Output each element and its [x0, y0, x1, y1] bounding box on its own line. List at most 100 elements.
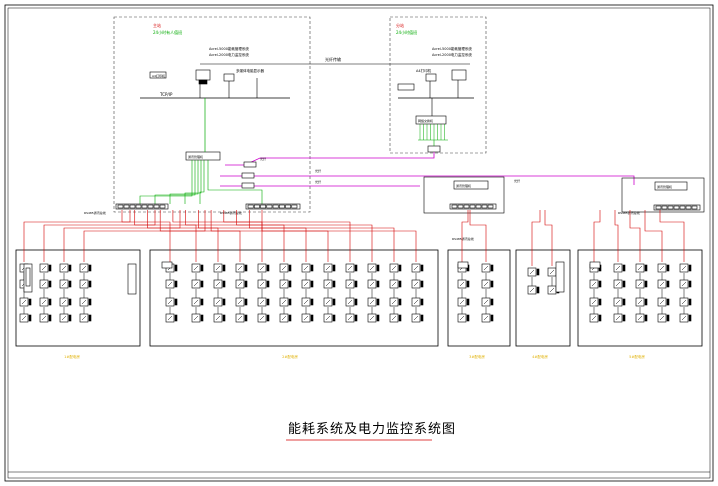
meter-mark — [303, 265, 309, 271]
meter-terminal — [266, 264, 270, 272]
meter-mark — [41, 299, 47, 305]
meter-terminal — [598, 314, 602, 322]
site2-converter — [161, 261, 173, 269]
group-label-1: 1#配电房 — [64, 354, 80, 359]
remote-print-box — [397, 83, 415, 91]
main-room-label: 主站 — [153, 22, 161, 28]
inter-site-link-label: 光纤传输 — [325, 56, 341, 62]
rs485-feed — [461, 210, 469, 262]
site5-gateway-label: 通讯管理机 — [657, 184, 672, 189]
meter-terminal — [376, 280, 380, 288]
meter-terminal — [310, 264, 314, 272]
rs485-feed — [172, 210, 263, 262]
main-computer-screen — [195, 69, 211, 81]
bus5-terminal — [667, 205, 674, 210]
bus1-terminal — [123, 204, 130, 209]
bus1-terminal — [147, 204, 154, 209]
meter-mark — [325, 265, 331, 271]
meter-terminal — [332, 314, 336, 322]
group-label-4: 4#配电房 — [532, 354, 548, 359]
comm-line — [154, 160, 196, 204]
meter-terminal — [398, 298, 402, 306]
meter-terminal — [310, 298, 314, 306]
meter-mark — [681, 281, 687, 287]
meter-terminal — [310, 280, 314, 288]
site5-gateway-frame — [621, 177, 705, 213]
meter-terminal — [88, 280, 92, 288]
meter-mark — [637, 315, 643, 321]
meter-mark — [41, 265, 47, 271]
bus3-terminal — [457, 204, 464, 209]
meter-terminal — [644, 264, 648, 272]
meter-mark — [303, 315, 309, 321]
rs485-feed — [644, 210, 663, 262]
meter-mark — [659, 281, 665, 287]
site1-controller-slot — [25, 267, 31, 287]
remote-hub — [427, 145, 441, 153]
comm-line — [184, 160, 202, 204]
rs485-feed — [159, 210, 241, 262]
meter-terminal — [376, 298, 380, 306]
bus5-terminal — [655, 205, 662, 210]
meter-mark — [41, 281, 47, 287]
meter-terminal — [644, 280, 648, 288]
bus1-terminal — [141, 204, 148, 209]
meter-terminal — [244, 280, 248, 288]
meter-mark — [591, 299, 597, 305]
bus2-terminal — [260, 204, 267, 209]
meter-terminal — [598, 280, 602, 288]
meter-terminal — [48, 280, 52, 288]
bus3-terminal — [463, 204, 470, 209]
meter-terminal — [244, 264, 248, 272]
rs485-feed — [659, 210, 685, 262]
bus5-label: RS485通讯总线 — [618, 210, 640, 215]
rs485-feed — [614, 210, 619, 262]
meter-mark — [21, 315, 27, 321]
meter-mark — [637, 299, 643, 305]
meter-terminal — [376, 314, 380, 322]
outer-frame — [4, 4, 714, 482]
comm-line — [139, 160, 193, 204]
fiber-converter-2 — [241, 172, 255, 179]
meter-mark — [413, 299, 419, 305]
meter-mark — [237, 265, 243, 271]
bus5-terminal — [661, 205, 668, 210]
site3-converter — [457, 261, 469, 269]
meter-mark — [237, 281, 243, 287]
meter-mark — [193, 281, 199, 287]
meter-terminal — [174, 314, 178, 322]
meter-mark — [167, 315, 173, 321]
meter-terminal — [222, 264, 226, 272]
bus1-terminal — [159, 204, 166, 209]
meter-terminal — [310, 314, 314, 322]
meter-terminal — [466, 298, 470, 306]
main-software-2: Acrel-2000电力监控系统 — [209, 52, 249, 57]
meter-terminal — [354, 264, 358, 272]
site5-converter — [589, 261, 601, 269]
meter-mark — [81, 281, 87, 287]
meter-terminal — [222, 280, 226, 288]
meter-terminal — [68, 264, 72, 272]
site1-controller — [23, 263, 33, 293]
meter-terminal — [490, 314, 494, 322]
meter-mark — [281, 315, 287, 321]
bus1-terminal — [129, 204, 136, 209]
meter-terminal — [666, 298, 670, 306]
meter-terminal — [88, 298, 92, 306]
meter-terminal — [420, 314, 424, 322]
rs485-feed — [210, 210, 329, 262]
meter-mark — [615, 265, 621, 271]
rs485-feed — [236, 210, 373, 262]
bus1-terminal — [135, 204, 142, 209]
meter-terminal — [536, 286, 540, 294]
bus2-label: RS485通讯总线 — [220, 210, 242, 215]
meter-mark — [347, 281, 353, 287]
remote-switch-label: 网络交换机 — [418, 118, 433, 123]
meter-terminal — [354, 298, 358, 306]
meter-terminal — [420, 280, 424, 288]
rs485-feed — [593, 210, 601, 262]
bus2-terminal — [278, 204, 285, 209]
rs485-feed — [248, 210, 395, 262]
meter-terminal — [288, 280, 292, 288]
